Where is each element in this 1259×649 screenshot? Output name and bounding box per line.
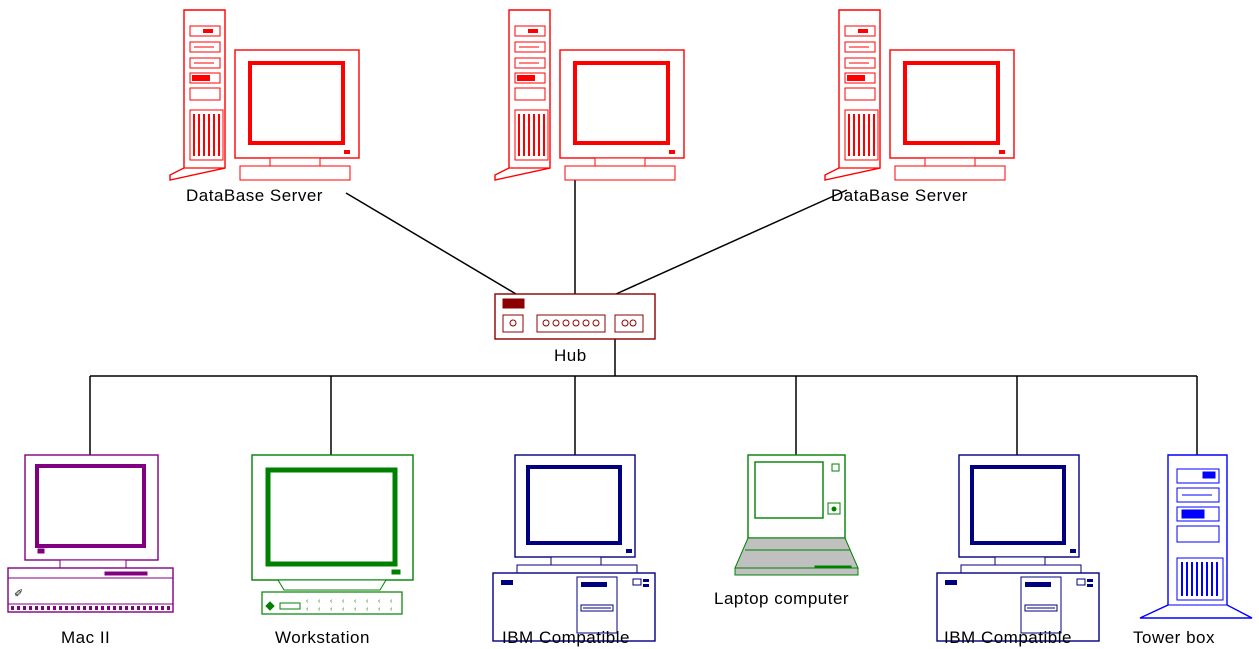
cable-hub-to-left-server [345,192,517,295]
mac-key [83,606,86,610]
workstation-key: ‹ [306,606,309,613]
workstation-key: ‹ [378,598,381,605]
label-database-server-right: DataBase Server [831,186,968,205]
hub-port [542,319,550,327]
database-server-left[interactable] [168,8,361,182]
workstation-computer[interactable]: ‹‹‹‹‹‹‹‹‹‹‹‹‹‹‹‹ [251,454,414,615]
mac-key [77,606,80,610]
label-ibm-compatible-right: IBM Compatible [944,628,1072,647]
hub-port [552,319,560,327]
workstation-key: ‹ [366,606,369,613]
workstation-key: ‹ [330,606,333,613]
mac-key [47,606,50,610]
mac-key [95,606,98,610]
label-hub: Hub [554,346,587,365]
mac-key [149,606,152,610]
mac-key [29,606,32,610]
workstation-key: ‹ [354,598,357,605]
mac-key [125,606,128,610]
mac-key [11,606,14,610]
mac-key [107,606,110,610]
tower-box-computer[interactable] [1139,454,1253,619]
label-ibm-compatible-left: IBM Compatible [502,628,630,647]
workstation-key: ‹ [378,606,381,613]
workstation-key: ‹ [318,598,321,605]
mac-ii-computer[interactable]: ✐ [7,454,174,613]
mac-key [17,606,20,610]
laptop-computer[interactable] [734,454,859,576]
ibm-compatible-right[interactable] [935,453,1101,643]
label-database-server-left: DataBase Server [186,186,323,205]
mac-key [131,606,134,610]
database-server-center[interactable] [493,8,686,182]
label-mac-ii: Mac II [61,628,110,647]
hub-port [582,319,590,327]
hub-port [592,319,600,327]
mac-key [119,606,122,610]
workstation-key: ‹ [342,598,345,605]
mac-key [167,606,170,610]
mac-key [89,606,92,610]
mac-key [53,606,56,610]
ibm-compatible-left[interactable] [491,453,657,643]
mac-key [59,606,62,610]
mac-key [143,606,146,610]
hub-device[interactable] [494,293,656,340]
mac-key [137,606,140,610]
database-server-right[interactable] [823,8,1016,182]
workstation-key: ‹ [330,598,333,605]
workstation-key: ‹ [366,598,369,605]
mac-key [23,606,26,610]
label-laptop-computer: Laptop computer [714,589,849,608]
workstation-key: ‹ [390,598,393,605]
workstation-key: ‹ [318,606,321,613]
mac-key [113,606,116,610]
cables [89,176,1198,455]
workstation-key: ‹ [390,606,393,613]
mac-key [161,606,164,610]
workstation-key: ‹ [354,606,357,613]
mac-key [101,606,104,610]
cable-hub-to-right-server [615,189,848,295]
workstation-key: ‹ [342,606,345,613]
apple-icon: ✐ [14,588,24,600]
workstation-key: ‹ [306,598,309,605]
mac-key [35,606,38,610]
hub-port [562,319,570,327]
label-tower-box: Tower box [1133,628,1215,647]
mac-key [65,606,68,610]
hub-port [572,319,580,327]
mac-key [155,606,158,610]
label-workstation: Workstation [275,628,370,647]
mac-key [41,606,44,610]
mac-key [71,606,74,610]
